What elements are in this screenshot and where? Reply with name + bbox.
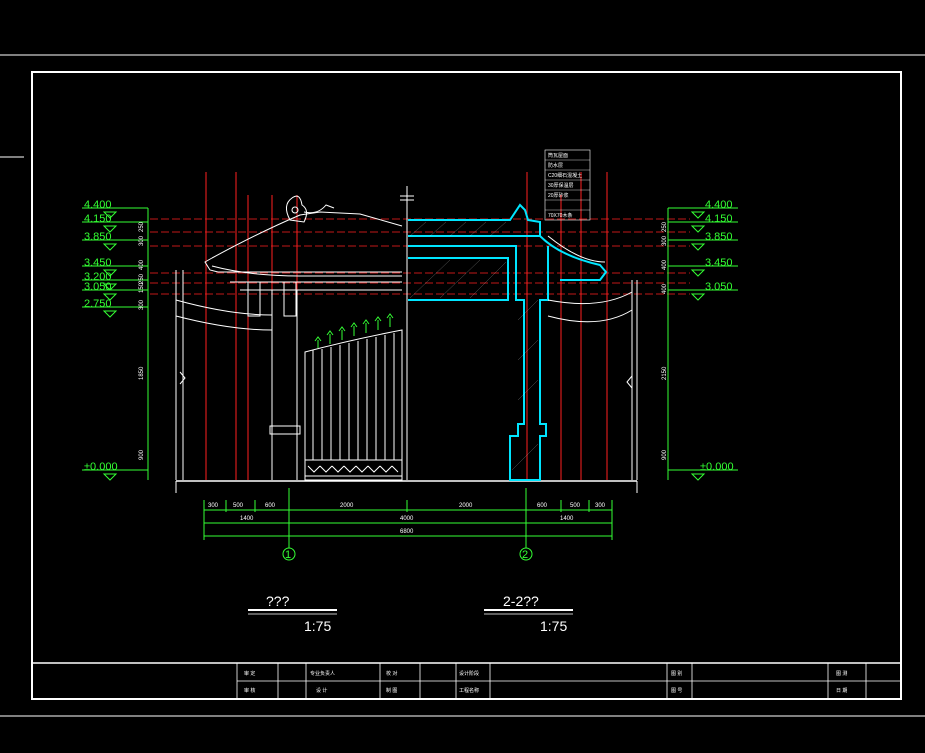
level-label: 3.450	[705, 257, 733, 269]
tb-cell: 日 期	[836, 688, 847, 694]
vdim: 300	[662, 235, 668, 246]
dim-text: 1400	[240, 516, 254, 522]
vdim: 400	[662, 283, 668, 294]
material-note: 防水层	[548, 162, 563, 169]
level-label: 4.150	[84, 213, 112, 225]
vdim: 250	[139, 221, 145, 232]
dim-text: 500	[233, 503, 244, 509]
vdim: 250	[662, 221, 668, 232]
level-label: ±0.000	[84, 461, 118, 473]
right-elevation-marks	[667, 207, 738, 481]
tb-cell: 图 测	[836, 670, 847, 677]
left-columns	[175, 270, 301, 480]
right-section	[408, 203, 608, 481]
vdim: 400	[662, 259, 668, 270]
left-roof	[175, 211, 403, 385]
view-title-left: ??? 1:75	[248, 593, 337, 634]
material-notes: 筒瓦屋面 防水层 C20细石混凝土 30厚保温层 20厚砂浆 70X70木条	[544, 149, 591, 221]
vdim: 400	[139, 259, 145, 270]
iron-gate	[304, 329, 403, 481]
axis-label: 2	[522, 549, 528, 561]
ridge-ornament-left	[286, 195, 335, 223]
right-eave	[547, 235, 638, 480]
tb-cell: 设 计	[316, 687, 327, 694]
dim-text: 300	[595, 503, 606, 509]
dim-text: 500	[570, 503, 581, 509]
right-vertical-dims: 250 300 400 400 2150 900	[662, 221, 668, 460]
vdim: 900	[139, 449, 145, 460]
tb-cell: 图 别	[671, 670, 682, 677]
level-label: ±0.000	[700, 461, 734, 473]
dim-text: 4000	[400, 516, 414, 522]
vdim: 2150	[662, 366, 668, 380]
left-elevation-marks	[82, 207, 149, 481]
axis-bubble-labels: 1 2	[285, 549, 528, 561]
level-label: 3.050	[84, 281, 112, 293]
level-label: 3.850	[84, 231, 112, 243]
material-note: 筒瓦屋面	[548, 152, 568, 159]
material-note: C20细石混凝土	[548, 172, 582, 179]
dim-text: 6800	[400, 529, 414, 535]
tb-cell: 专业负责人	[310, 670, 335, 677]
level-label: 3.450	[84, 257, 112, 269]
vdim: 150	[139, 282, 145, 293]
left-elevation-labels: 4.400 4.150 3.850 3.450 3.200 3.050 2.75…	[84, 199, 118, 473]
vdim: 1850	[139, 366, 145, 380]
tb-cell: 设计阶段	[459, 670, 479, 677]
tb-cell: 审 定	[244, 670, 255, 677]
level-label: 3.200	[84, 271, 112, 283]
tb-cell: 制 图	[386, 687, 397, 694]
axis-label: 1	[285, 549, 291, 561]
gate-finials	[314, 313, 394, 348]
dim-text: 1400	[560, 516, 574, 522]
tb-cell: 工程名称	[459, 687, 479, 694]
vdim: 900	[662, 449, 668, 460]
tb-cell: 图 号	[671, 688, 682, 694]
view-title-right: 2-2?? 1:75	[484, 593, 573, 634]
right-view-scale: 1:75	[540, 618, 567, 634]
title-block	[236, 663, 901, 699]
material-note: 70X70木条	[548, 212, 572, 219]
material-note: 20厚砂浆	[548, 192, 569, 199]
dim-text: 2000	[459, 503, 473, 509]
left-view-title: ???	[266, 593, 290, 609]
dim-text: 600	[265, 503, 276, 509]
dim-row3-labels: 6800	[400, 529, 414, 535]
right-section-hatch	[409, 221, 539, 471]
dim-row1-labels: 300 500 600 2000 2000 600 500 300	[208, 503, 606, 509]
tb-cell: 校 对	[386, 670, 397, 677]
center-break-mark	[400, 186, 414, 480]
material-note: 30厚保温层	[548, 182, 574, 189]
level-label: 2.750	[84, 298, 112, 310]
left-vertical-dims: 250 300 400 250 150 300 1850 900	[139, 221, 145, 460]
inner-frame	[31, 71, 902, 700]
dim-text: 600	[537, 503, 548, 509]
level-label: 3.050	[705, 281, 733, 293]
level-label: 3.850	[705, 231, 733, 243]
vdim: 300	[139, 299, 145, 310]
right-elevation-labels: 4.400 4.150 3.850 3.450 3.050 ±0.000	[700, 199, 734, 473]
level-label: 4.150	[705, 213, 733, 225]
vdim: 250	[139, 273, 145, 284]
vdim: 300	[139, 235, 145, 246]
right-view-title: 2-2??	[503, 593, 539, 609]
title-block-text: 审 定 专业负责人 校 对 设计阶段 图 别 图 测 审 核 设 计 制 图 工…	[244, 670, 847, 694]
tb-cell: 审 核	[244, 687, 255, 694]
dim-row2-labels: 1400 4000 1400	[240, 516, 574, 522]
level-label: 4.400	[84, 199, 112, 211]
left-view-scale: 1:75	[304, 618, 331, 634]
dim-text: 2000	[340, 503, 354, 509]
dim-text: 300	[208, 503, 219, 509]
horizontal-dim-lines	[203, 488, 613, 561]
level-label: 4.400	[705, 199, 733, 211]
